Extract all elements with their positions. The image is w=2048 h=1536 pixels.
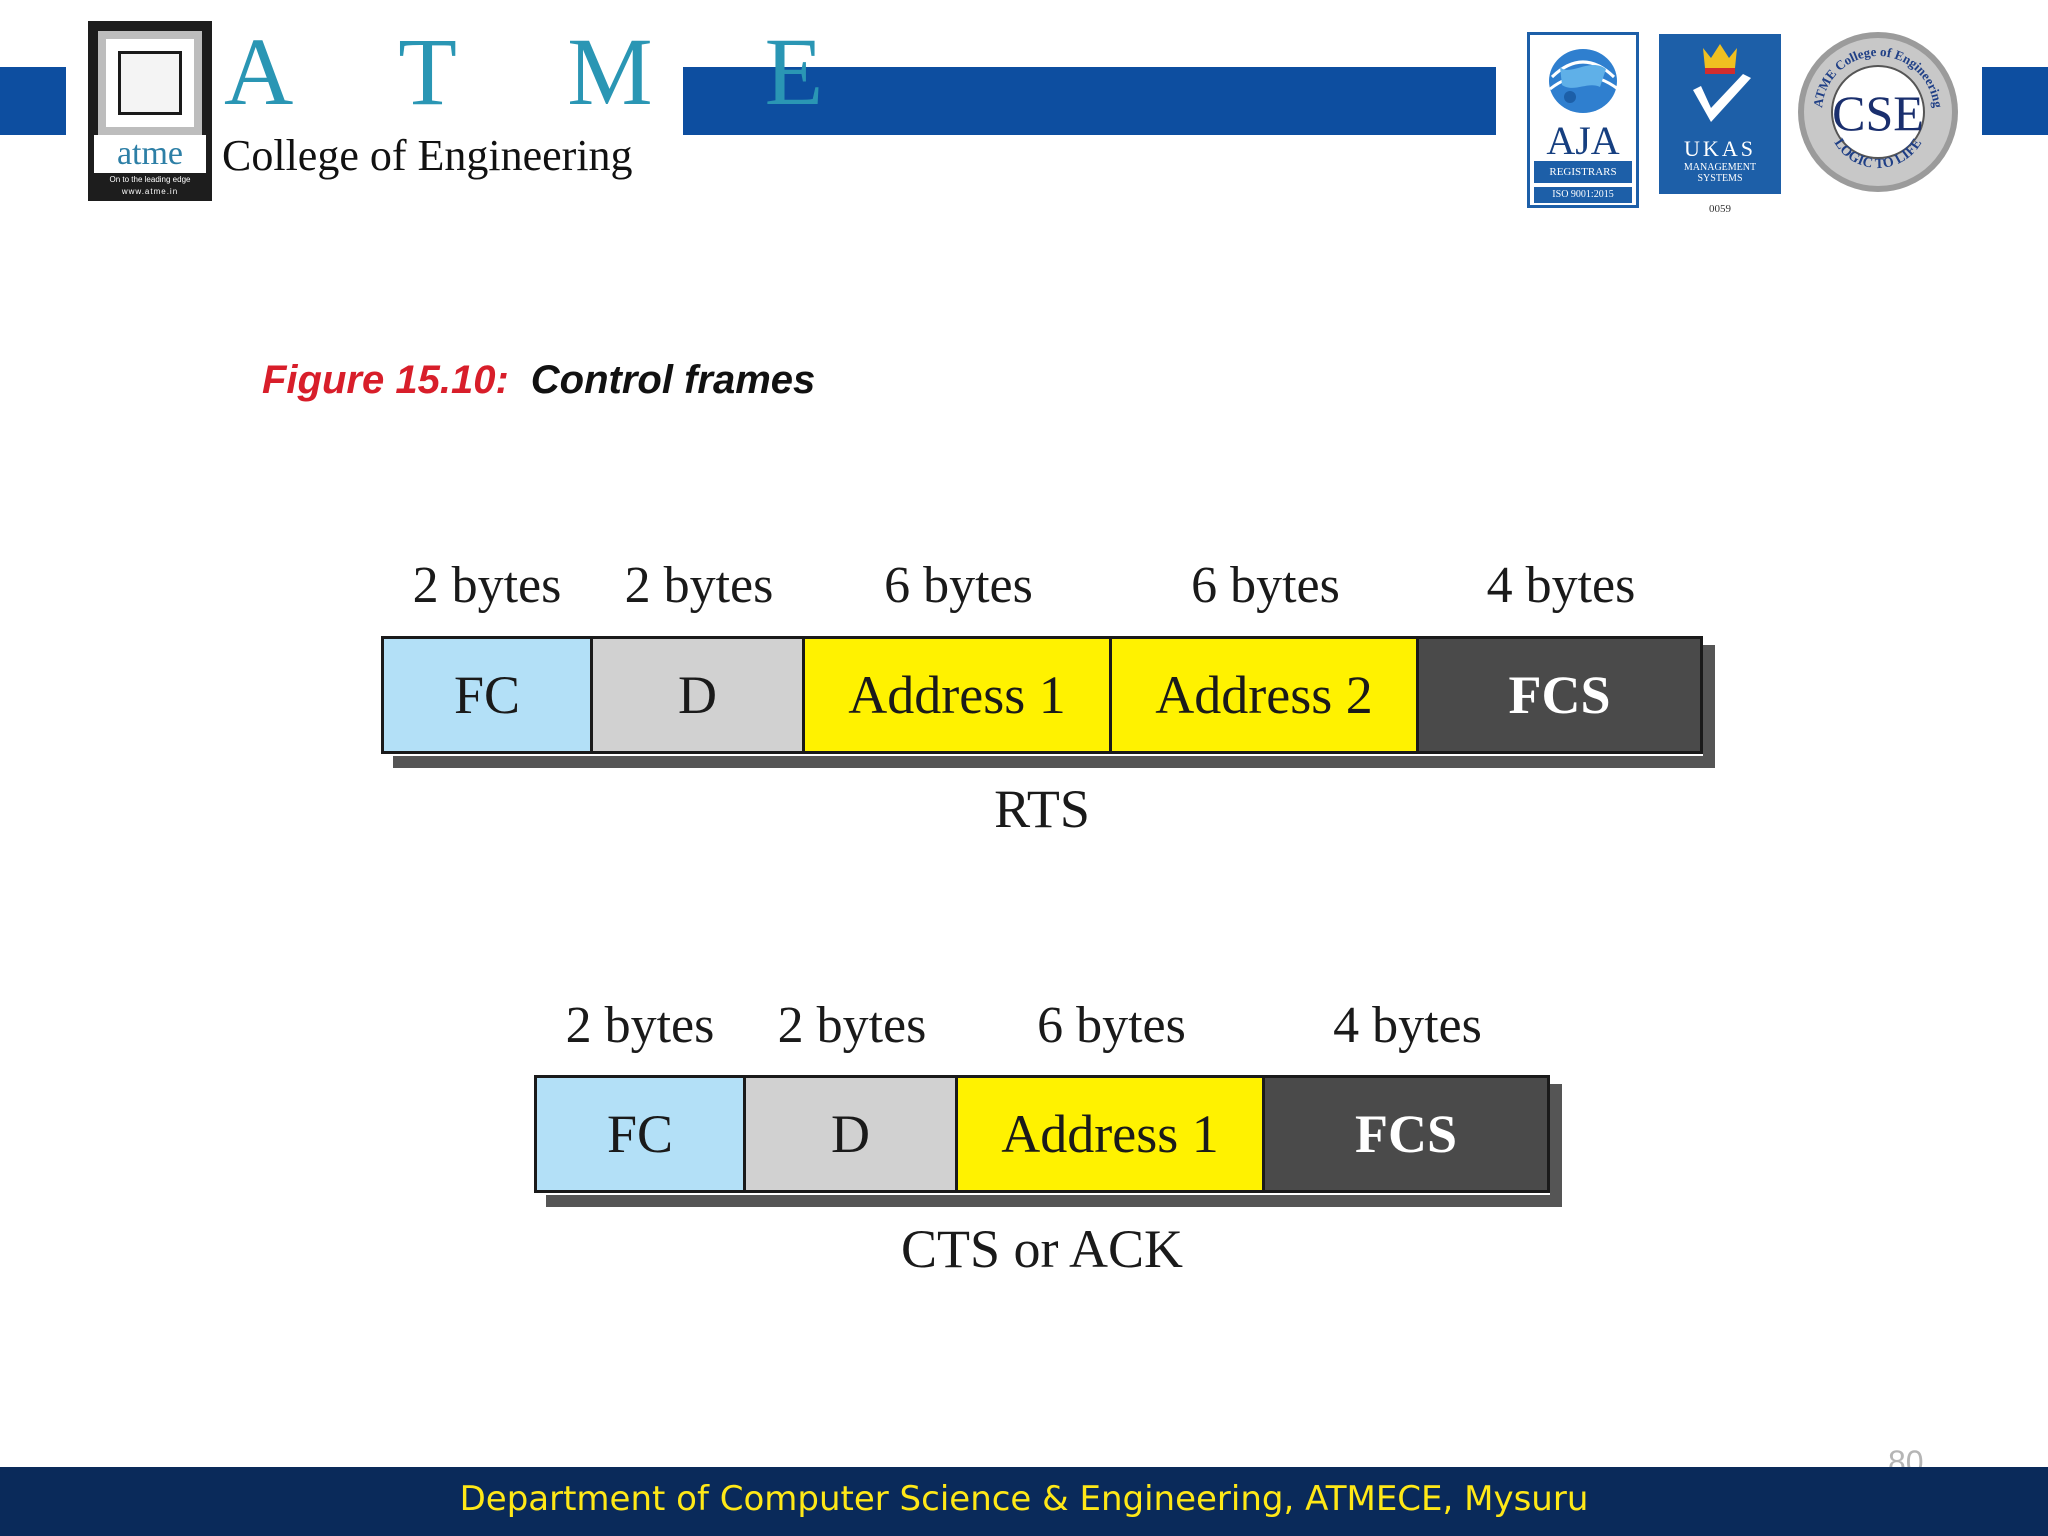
crown-check-icon <box>1693 44 1751 122</box>
figure-number: Figure 15.10: <box>262 358 509 402</box>
ukas-label: UKAS <box>1684 136 1756 161</box>
atme-logo: atme On to the leading edge www.atme.in <box>88 21 212 201</box>
field-address-1: Address 1 <box>802 636 1112 754</box>
figure-title: Control frames <box>530 358 816 402</box>
field-size-label: 2 bytes <box>624 557 774 614</box>
header-band-left <box>0 67 66 135</box>
logo-square <box>98 31 202 135</box>
figure-caption: Figure 15.10: Control frames <box>262 358 815 403</box>
field-duration: D <box>590 636 805 754</box>
field-size-label: 2 bytes <box>412 557 562 614</box>
logo-website: www.atme.in <box>121 187 179 196</box>
ukas-subtitle: MANAGEMENT SYSTEMS <box>1683 162 1757 184</box>
aja-iso: ISO 9001:2015 <box>1534 187 1632 203</box>
field-fc: FC <box>381 636 593 754</box>
frame-name-cts-ack: CTS or ACK <box>900 1219 1184 1279</box>
aja-certification-badge: AJA REGISTRARS ISO 9001:2015 <box>1527 32 1639 208</box>
globe-icon <box>1549 49 1619 113</box>
footer-bar: Department of Computer Science & Enginee… <box>0 1467 2048 1536</box>
field-fcs: FCS <box>1262 1075 1550 1193</box>
logo-wordmark: atme <box>94 135 206 173</box>
frame-name-rts: RTS <box>994 779 1090 839</box>
college-name: College of Engineering <box>222 131 633 180</box>
footer-department: Department of Computer Science & Enginee… <box>459 1479 1589 1519</box>
field-size-label: 6 bytes <box>884 557 1033 614</box>
seal-cse-text: CSE <box>1832 85 1924 141</box>
field-size-label: 2 bytes <box>777 997 927 1054</box>
rts-frame-shadow <box>393 756 1715 768</box>
field-fcs: FCS <box>1416 636 1703 754</box>
cts-frame-shadow-side <box>1550 1084 1562 1207</box>
cse-department-seal: ATME College of Engineering LOGIC TO LIF… <box>1795 26 1961 198</box>
field-size-label: 6 bytes <box>1191 557 1340 614</box>
field-size-label: 4 bytes <box>1486 557 1636 614</box>
aja-registrars: REGISTRARS <box>1534 161 1632 183</box>
rts-frame-shadow-side <box>1703 645 1715 768</box>
field-size-label: 4 bytes <box>1333 997 1482 1054</box>
field-duration: D <box>743 1075 958 1193</box>
field-size-label: 6 bytes <box>1037 997 1186 1054</box>
brand-name: A T M E <box>224 18 868 125</box>
header-band-right <box>1982 67 2048 135</box>
ukas-number: 0059 <box>1709 203 1731 215</box>
field-address-2: Address 2 <box>1109 636 1419 754</box>
aja-label: AJA <box>1546 118 1620 163</box>
logo-tagline: On to the leading edge <box>109 175 191 184</box>
field-address-1: Address 1 <box>955 1075 1265 1193</box>
cts-frame-shadow <box>546 1195 1562 1207</box>
field-fc: FC <box>534 1075 746 1193</box>
field-size-label: 2 bytes <box>565 997 715 1054</box>
cse-seal-icon: ATME College of Engineering LOGIC TO LIF… <box>1798 32 1958 192</box>
header-band-middle <box>683 67 1496 135</box>
ukas-certification-badge: UKAS MANAGEMENT SYSTEMS <box>1659 34 1781 194</box>
